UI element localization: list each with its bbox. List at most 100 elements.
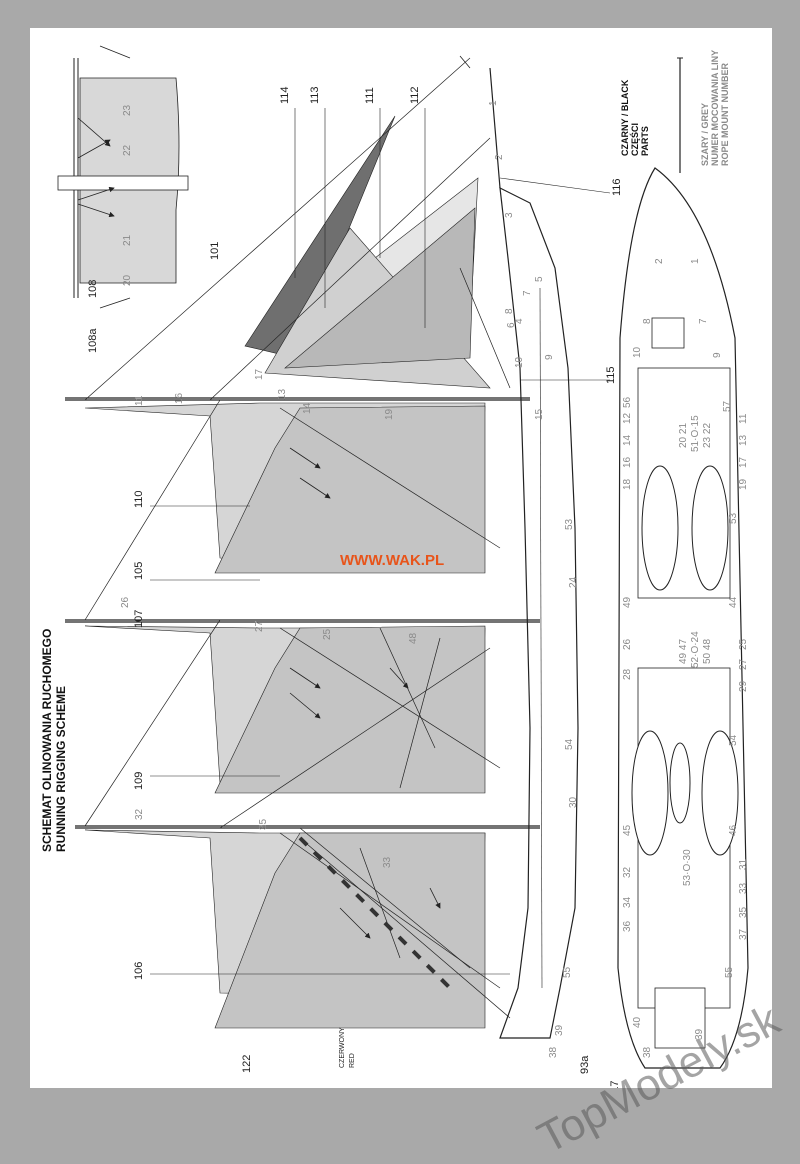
rope-numbers-side: 1 2 3 4 5 6 7 8 9 10 11 13 14 15 16 17 1… [120, 100, 579, 1058]
legend-black: CZARNY / BLACK CZĘŚCI PARTS [620, 79, 650, 156]
svg-text:53: 53 [564, 518, 575, 530]
svg-text:45: 45 [622, 824, 633, 836]
svg-text:53: 53 [728, 512, 739, 524]
svg-text:46: 46 [728, 824, 739, 836]
svg-text:19: 19 [384, 408, 395, 420]
svg-text:35: 35 [258, 818, 269, 830]
svg-text:57: 57 [722, 400, 733, 412]
label-116: 116 [611, 178, 623, 196]
svg-text:56: 56 [622, 396, 633, 408]
svg-text:7: 7 [522, 290, 533, 296]
svg-text:40: 40 [632, 1016, 643, 1028]
svg-text:44: 44 [728, 596, 739, 608]
svg-text:38: 38 [548, 1046, 559, 1058]
svg-text:37: 37 [738, 928, 749, 940]
label-111: 111 [364, 87, 376, 104]
svg-text:52·O·24: 52·O·24 [690, 631, 701, 668]
svg-text:31: 31 [738, 858, 749, 870]
svg-text:13: 13 [738, 434, 749, 446]
svg-text:8: 8 [504, 308, 515, 314]
drawing-sheet: 114 113 111 112 116 115 110 105 107 109 … [30, 28, 772, 1088]
svg-text:16: 16 [174, 392, 185, 404]
label-107: 107 [133, 610, 145, 628]
svg-text:54: 54 [564, 738, 575, 750]
svg-text:23: 23 [122, 104, 133, 116]
svg-text:26: 26 [622, 638, 633, 650]
label-106: 106 [133, 962, 145, 980]
svg-text:50 48: 50 48 [702, 639, 713, 664]
label-101: 101 [209, 242, 221, 260]
svg-text:16: 16 [622, 456, 633, 468]
sail-112 [284, 207, 476, 369]
label-108a: 108a [87, 328, 99, 353]
svg-text:24: 24 [568, 576, 579, 588]
svg-text:29: 29 [738, 680, 749, 692]
svg-text:48: 48 [408, 632, 419, 644]
label-114: 114 [279, 86, 291, 104]
svg-text:19: 19 [738, 478, 749, 490]
svg-text:14: 14 [302, 402, 313, 414]
svg-text:38: 38 [642, 1046, 653, 1058]
svg-text:21: 21 [122, 234, 133, 246]
legend-grey: SZARY / GREY NUMER MOCOWANIA LINY ROPE M… [700, 49, 730, 166]
hull-side-view [459, 55, 579, 1039]
red-line-marker [298, 836, 452, 990]
label-108: 108 [87, 280, 99, 298]
svg-text:49: 49 [622, 596, 633, 608]
svg-text:2: 2 [654, 258, 665, 264]
svg-text:32: 32 [622, 866, 633, 878]
diagram-title: SCHEMAT OLINOWANIA RUCHOMEGO RUNNING RIG… [40, 628, 68, 852]
svg-text:49 47: 49 47 [678, 639, 689, 664]
svg-text:20 21: 20 21 [678, 423, 689, 448]
sail-105 [214, 405, 486, 574]
svg-text:25: 25 [738, 638, 749, 650]
svg-text:36: 36 [622, 920, 633, 932]
svg-text:23 22: 23 22 [702, 423, 713, 448]
label-115: 115 [605, 366, 617, 384]
svg-text:1: 1 [690, 258, 701, 264]
svg-text:20: 20 [122, 274, 133, 286]
sails [84, 115, 491, 1029]
svg-text:33: 33 [382, 856, 393, 868]
svg-text:17: 17 [738, 456, 749, 468]
svg-text:34: 34 [622, 896, 633, 908]
svg-text:27: 27 [738, 658, 749, 670]
running-rigging [84, 57, 511, 1019]
svg-text:22: 22 [122, 144, 133, 156]
part-labels: 114 113 111 112 116 115 110 105 107 109 … [87, 86, 623, 1088]
svg-text:15: 15 [534, 408, 545, 420]
svg-text:32: 32 [134, 808, 145, 820]
label-117: 117 [609, 1080, 621, 1088]
svg-text:35: 35 [738, 906, 749, 918]
label-113: 113 [309, 86, 321, 104]
svg-text:8: 8 [642, 318, 653, 324]
rope-numbers-inset: 20 21 22 23 [122, 104, 133, 286]
label-93a: 93a [579, 1055, 591, 1074]
svg-text:39: 39 [554, 1024, 565, 1036]
svg-text:13: 13 [277, 388, 288, 400]
svg-text:51·O·15: 51·O·15 [690, 415, 701, 452]
svg-text:14: 14 [622, 434, 633, 446]
svg-text:6: 6 [506, 322, 517, 328]
label-109: 109 [133, 772, 145, 790]
rigging-diagram: 114 113 111 112 116 115 110 105 107 109 … [57, 45, 749, 1088]
label-112: 112 [409, 86, 421, 104]
svg-text:11: 11 [738, 413, 749, 424]
red-label: CZERWONY RED [339, 1027, 356, 1068]
svg-text:7: 7 [698, 318, 709, 324]
svg-text:10: 10 [514, 356, 525, 368]
svg-text:2: 2 [494, 154, 505, 160]
svg-text:39: 39 [694, 1028, 705, 1040]
svg-text:9: 9 [544, 354, 555, 360]
svg-text:1: 1 [488, 100, 499, 106]
svg-text:30: 30 [568, 796, 579, 808]
svg-text:26: 26 [120, 596, 131, 608]
svg-text:17: 17 [254, 368, 265, 380]
svg-text:12: 12 [622, 412, 633, 424]
website-url: WWW.WAK.PL [340, 552, 445, 569]
svg-text:3: 3 [504, 212, 515, 218]
svg-text:9: 9 [712, 352, 723, 358]
svg-text:10: 10 [632, 346, 643, 358]
sail-106 [214, 832, 486, 1029]
svg-text:11: 11 [134, 395, 145, 406]
